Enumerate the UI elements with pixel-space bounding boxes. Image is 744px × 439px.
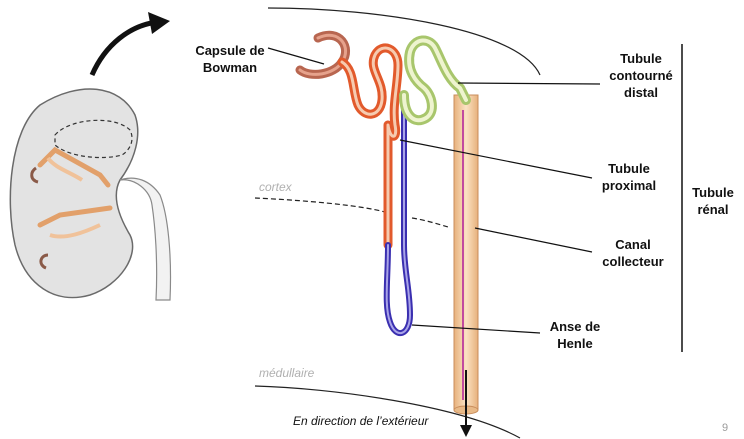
proximal-tubule <box>342 48 398 245</box>
label-collecting-duct: Canal collecteur <box>592 236 674 270</box>
label-distal-line2: contourné <box>600 67 682 84</box>
leader-collecteur <box>475 228 592 252</box>
zone-medulla: médullaire <box>259 366 314 380</box>
down-arrow-icon <box>460 425 472 437</box>
label-bowman-line2: Bowman <box>190 59 270 76</box>
curved-arrow-icon <box>92 22 158 75</box>
label-collecteur-line1: Canal <box>592 236 674 253</box>
label-collecteur-line2: collecteur <box>592 253 674 270</box>
label-proximal-tubule: Tubule proximal <box>592 160 666 194</box>
leader-bowman <box>268 48 324 64</box>
leader-proximal <box>400 140 592 178</box>
page-number: 9 <box>722 422 728 434</box>
label-distal-line3: distal <box>600 84 682 101</box>
label-renal-tubule: Tubule rénal <box>688 184 738 218</box>
label-henle-line1: Anse de <box>540 318 610 335</box>
label-proximal-line2: proximal <box>592 177 666 194</box>
label-loop-of-henle: Anse de Henle <box>540 318 610 352</box>
label-bowman-capsule: Capsule de Bowman <box>190 42 270 76</box>
zone-cortex: cortex <box>259 180 292 194</box>
label-distal-tubule: Tubule contourné distal <box>600 50 682 101</box>
label-renal-line1: Tubule <box>688 184 738 201</box>
label-bowman-line1: Capsule de <box>190 42 270 59</box>
label-proximal-line1: Tubule <box>592 160 666 177</box>
bowman-capsule <box>300 35 346 74</box>
leader-distal <box>458 83 600 84</box>
direction-caption: En direction de l’extérieur <box>293 414 428 428</box>
kidney-illustration <box>10 89 170 300</box>
label-renal-line2: rénal <box>688 201 738 218</box>
label-distal-line1: Tubule <box>600 50 682 67</box>
collecting-duct <box>454 95 478 437</box>
label-henle-line2: Henle <box>540 335 610 352</box>
